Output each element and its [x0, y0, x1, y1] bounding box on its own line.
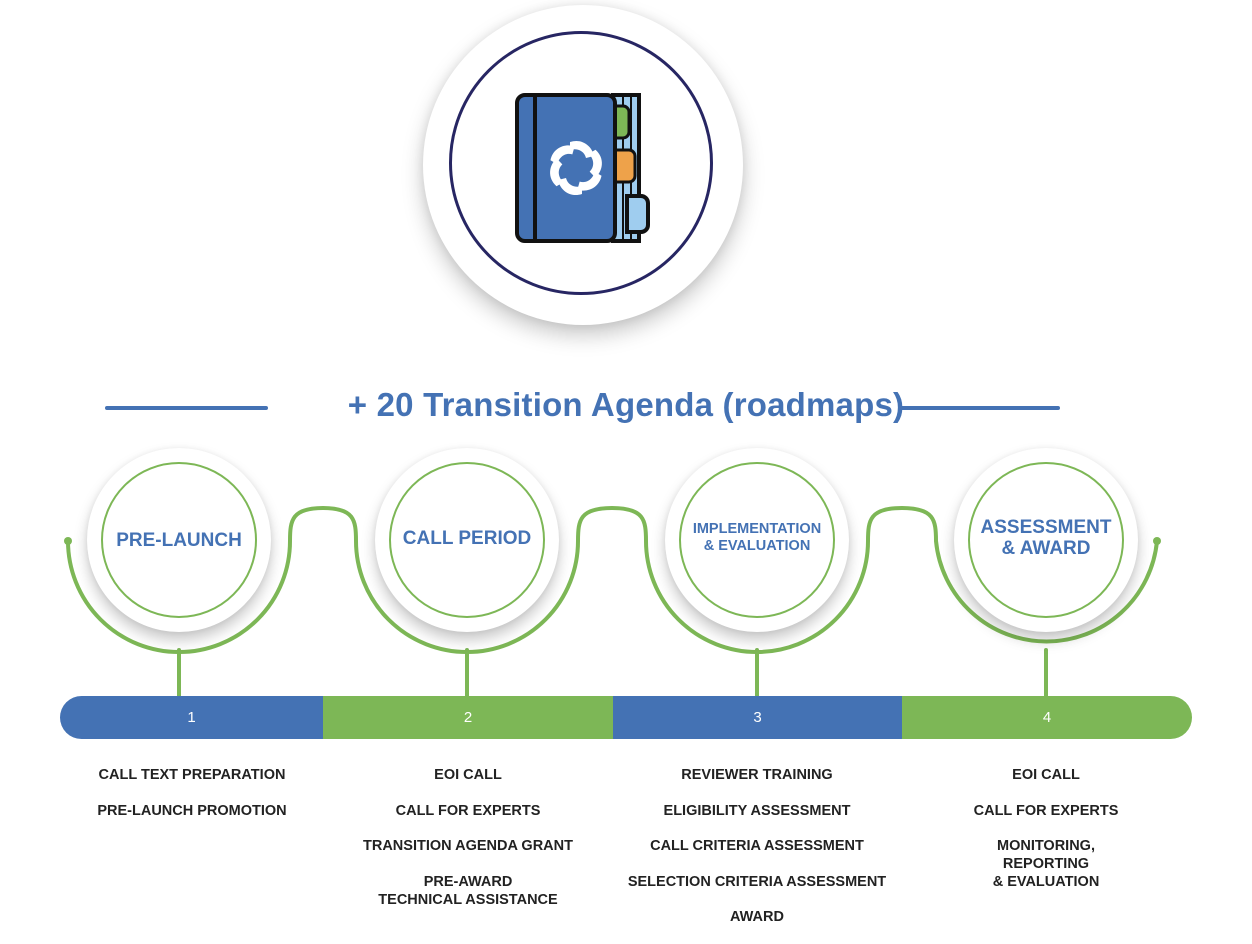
- hero-ring: [449, 31, 713, 295]
- stage-item: AWARD: [730, 909, 784, 925]
- timeline-segment-1: 1: [60, 696, 323, 739]
- timeline-segment-3: 3: [613, 696, 902, 739]
- heading-rule-right: [898, 406, 1060, 410]
- stage-item: EOI CALL: [434, 767, 502, 783]
- stage-item: REVIEWER TRAINING: [681, 767, 833, 783]
- stage-label-4: ASSESSMENT & AWARD: [980, 517, 1112, 559]
- stage-items-1: CALL TEXT PREPARATION PRE-LAUNCH PROMOTI…: [47, 766, 337, 837]
- stage-item: CALL TEXT PREPARATION: [98, 767, 286, 783]
- stage-item: SELECTION CRITERIA ASSESSMENT: [627, 873, 887, 890]
- stage-item: TRANSITION AGENDA GRANT: [363, 838, 573, 854]
- stage-item: CALL CRITERIA ASSESSMENT: [650, 838, 864, 854]
- stage-label-1: PRE-LAUNCH: [116, 529, 242, 551]
- stage-items-3: REVIEWER TRAINING ELIGIBILITY ASSESSMENT…: [612, 766, 902, 944]
- stage-ring-3: IMPLEMENTATION & EVALUATION: [679, 462, 835, 618]
- stage-item: PRE-LAUNCH PROMOTION: [97, 802, 287, 819]
- stage-item: CALL FOR EXPERTS: [395, 802, 541, 819]
- notebook-logo-icon: [515, 93, 650, 243]
- step-number-3: 3: [753, 709, 762, 726]
- stage-label-2: CALL PERIOD: [402, 527, 532, 549]
- connector-end-dot: [1153, 537, 1161, 545]
- timeline-segment-2: 2: [323, 696, 613, 739]
- stage-item: CALL FOR EXPERTS: [973, 802, 1119, 819]
- stage-ring-2: CALL PERIOD: [389, 462, 545, 618]
- stage-item: PRE-AWARD TECHNICAL ASSISTANCE: [378, 873, 558, 908]
- step-number-1: 1: [187, 709, 196, 726]
- connector-path: [66, 505, 1159, 654]
- stage-ring-4: ASSESSMENT & AWARD: [968, 462, 1124, 618]
- stage-items-4: EOI CALL CALL FOR EXPERTS MONITORING, RE…: [901, 766, 1191, 909]
- stage-item: MONITORING, REPORTING & EVALUATION: [992, 838, 1100, 890]
- timeline-segment-4: 4: [902, 696, 1192, 739]
- page-title: + 20 Transition Agenda (roadmaps): [347, 386, 905, 423]
- stage-item: EOI CALL: [1012, 767, 1080, 783]
- stage-items-2: EOI CALL CALL FOR EXPERTS TRANSITION AGE…: [323, 766, 613, 926]
- stage-ring-1: PRE-LAUNCH: [101, 462, 257, 618]
- connector-start-dot: [64, 537, 72, 545]
- stage-item: ELIGIBILITY ASSESSMENT: [663, 802, 851, 819]
- step-number-4: 4: [1042, 709, 1052, 726]
- stage-label-3: IMPLEMENTATION & EVALUATION: [692, 521, 822, 554]
- heading-rule-left: [105, 406, 268, 410]
- step-number-2: 2: [463, 709, 473, 726]
